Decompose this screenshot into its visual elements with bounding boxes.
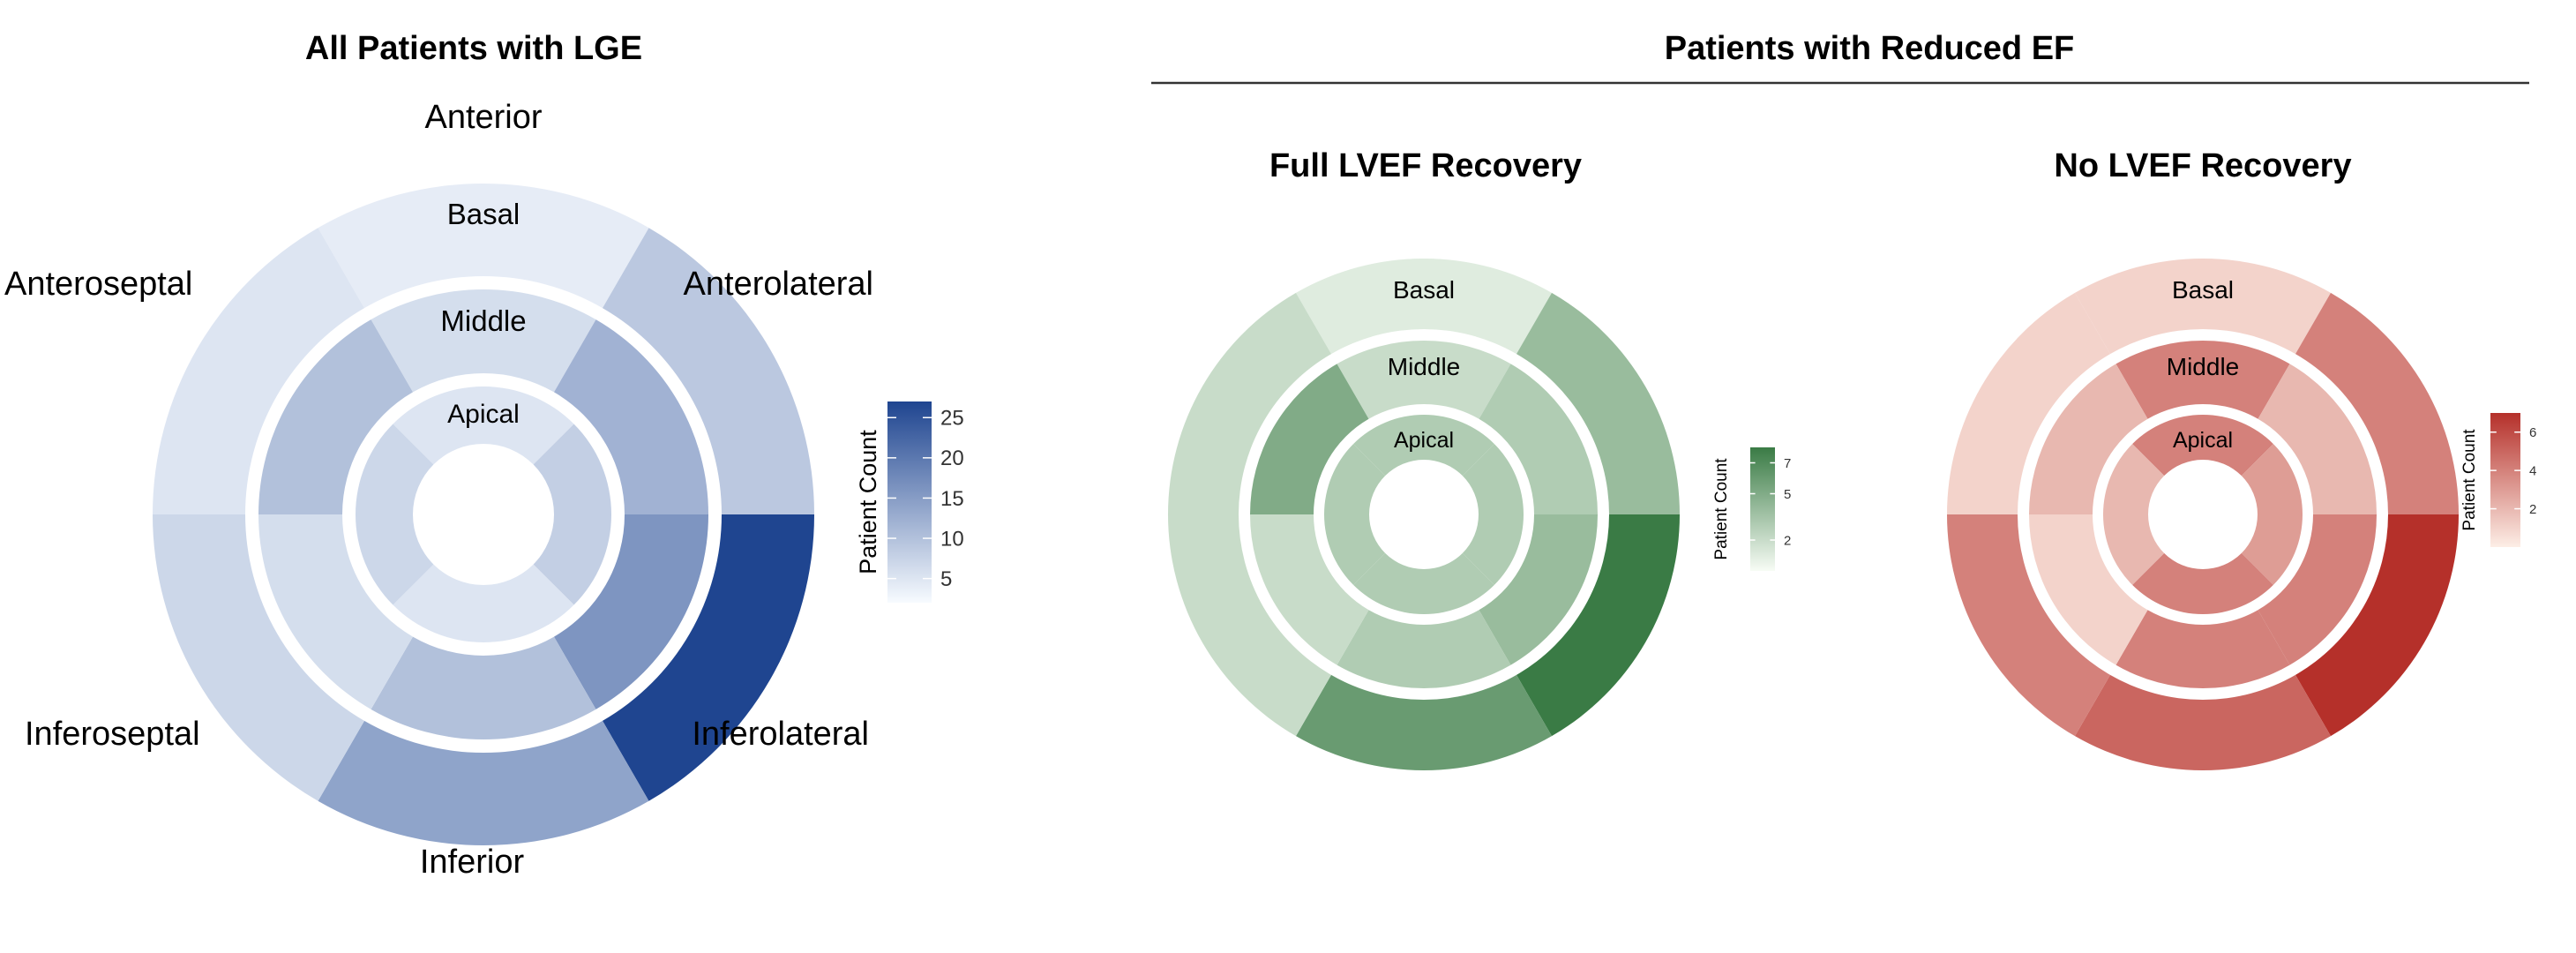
chart2-colorbar-tick-label: 2 — [1784, 533, 1791, 548]
chart3-colorbar-tick-label: 2 — [2529, 502, 2536, 517]
chart2-apical-segment-lateral: Lateral: 3 — [1462, 444, 1524, 585]
chart2-colorbar — [1750, 447, 1775, 571]
chart3-basal-segment-inferior: Inferior: 5 — [2075, 674, 2331, 770]
chart3-apical-segment-anterior: Anterior: 4 — [2132, 415, 2273, 476]
chart1-ring-label-apical: Apical — [447, 400, 520, 429]
chart1-sector-label-anterior: Anterior — [424, 99, 542, 136]
chart3-apical-segment-septal: Septal: 2 — [2103, 444, 2165, 585]
chart1-colorbar-tick-label: 20 — [940, 446, 964, 470]
chart3-colorbar-tick-label: 4 — [2529, 463, 2536, 478]
chart2-colorbar-title: Patient Count — [1712, 458, 1731, 560]
chart1-basal-segment-inferior: Inferior: 14 — [318, 720, 649, 845]
chart2-middle-segment-anterior: Anterior: 2 — [1337, 340, 1511, 419]
chart3-ring-label-middle: Middle — [2167, 353, 2239, 380]
chart3-middle-segment-inferoseptal: Inferoseptal: 1 — [2029, 514, 2148, 665]
chart1-apical-segment-inferior: Inferior: 5 — [393, 564, 574, 642]
chart1-apical-segment-septal: Septal: 7 — [356, 424, 434, 605]
chart2-middle-segment-inferolateral: Inferolateral: 4 — [1479, 514, 1598, 665]
group-title: Patients with Reduced EF — [1665, 30, 2075, 67]
chart3-apical-segment-inferior: Inferior: 4 — [2132, 552, 2273, 614]
chart1-title: All Patients with LGE — [305, 30, 642, 67]
chart1-colorbar-title: Patient Count — [855, 430, 881, 574]
chart2-basal-segment-inferoseptal: Inferoseptal: 2 — [1168, 514, 1331, 737]
chart1-ring-label-basal: Basal — [447, 198, 520, 230]
chart3-colorbar-title: Patient Count — [2460, 429, 2479, 531]
chart3-apical-segment-lateral: Lateral: 3 — [2241, 444, 2303, 585]
chart3-basal-segment-inferolateral: Inferolateral: 7 — [2295, 514, 2459, 737]
chart1-sector-label-anteroseptal: Anteroseptal — [4, 266, 192, 303]
chart1-middle-segment-anterolateral: Anterolateral: 12 — [554, 319, 708, 514]
chart3-middle-segment-anterolateral: Anterolateral: 2 — [2258, 364, 2377, 514]
chart2-ring-label-middle: Middle — [1388, 353, 1460, 380]
chart1-colorbar-tick-label: 25 — [940, 407, 964, 431]
chart1-sector-label-inferoseptal: Inferoseptal — [25, 716, 200, 753]
chart1-middle-segment-inferolateral: Inferolateral: 16 — [554, 514, 708, 709]
chart3-basal-segment-inferoseptal: Inferoseptal: 4 — [1947, 514, 2110, 737]
chart1-middle-segment-anteroseptal: Anteroseptal: 10 — [258, 319, 413, 514]
chart2-apical-segment-anterior: Anterior: 3 — [1353, 415, 1494, 476]
chart3-basal-segment-anterior: Anterior: 1 — [2075, 258, 2331, 355]
chart1-colorbar-tick-label: 15 — [940, 487, 964, 511]
chart3-colorbar-tick-label: 6 — [2529, 425, 2536, 440]
chart1-middle-segment-inferior: Inferior: 10 — [371, 636, 596, 739]
chart2-ring-label-apical: Apical — [1394, 428, 1454, 453]
chart1-ring-label-middle: Middle — [440, 304, 526, 337]
chart2-middle-segment-anterolateral: Anterolateral: 3 — [1479, 364, 1598, 514]
chart2-basal-segment-anteroseptal: Anteroseptal: 2 — [1168, 292, 1331, 514]
chart3-ring-label-basal: Basal — [2172, 276, 2234, 304]
chart3-middle-segment-anteroseptal: Anteroseptal: 2 — [2029, 364, 2148, 514]
chart1-middle-segment-inferoseptal: Inferoseptal: 6 — [258, 514, 413, 709]
chart1-apical-segment-anterior: Anterior: 5 — [393, 386, 574, 465]
chart2-apical-segment-septal: Septal: 3 — [1324, 444, 1386, 585]
chart1-middle-segment-anterior: Anterior: 6 — [371, 289, 596, 393]
chart1-basal-segment-anteroseptal: Anteroseptal: 5 — [153, 228, 364, 514]
chart1-colorbar-tick-label: 10 — [940, 527, 964, 551]
chart1-colorbar-tick-label: 5 — [940, 567, 952, 591]
chart1-basal-segment-anterolateral: Anterolateral: 9 — [603, 228, 814, 514]
chart3-basal-segment-anteroseptal: Anteroseptal: 1 — [1947, 292, 2110, 514]
chart2-basal-segment-anterior: Anterior: 1 — [1296, 258, 1552, 355]
chart3-colorbar — [2490, 413, 2520, 547]
chart2-basal-segment-inferior: Inferior: 6 — [1296, 674, 1552, 770]
chart2-middle-segment-inferior: Inferior: 3 — [1337, 610, 1511, 688]
chart3-middle-segment-anterior: Anterior: 4 — [2115, 340, 2290, 419]
chart3-title: No LVEF Recovery — [2054, 147, 2351, 184]
chart3-middle-segment-inferior: Inferior: 4 — [2115, 610, 2290, 688]
chart2-apical-segment-inferior: Inferior: 3 — [1353, 552, 1494, 614]
chart2-basal-segment-inferolateral: Inferolateral: 8 — [1516, 514, 1680, 737]
chart1-basal-segment-anterior: Anterior: 4 — [318, 183, 649, 309]
chart1-basal-segment-inferolateral: Inferolateral: 27 — [603, 514, 814, 801]
chart2-middle-segment-inferoseptal: Inferoseptal: 2 — [1250, 514, 1369, 665]
chart1-apical-segment-lateral: Lateral: 8 — [533, 424, 611, 605]
chart1-sector-label-inferior: Inferior — [420, 844, 525, 881]
chart2-title: Full LVEF Recovery — [1269, 147, 1582, 184]
chart1-sector-label-inferolateral: Inferolateral — [692, 716, 869, 753]
chart2-colorbar-tick-label: 7 — [1784, 456, 1791, 471]
chart3-basal-segment-anterolateral: Anterolateral: 4 — [2295, 292, 2459, 514]
chart1-sector-label-anterolateral: Anterolateral — [684, 266, 873, 303]
chart1-colorbar — [887, 401, 932, 603]
chart2-middle-segment-anteroseptal: Anteroseptal: 5 — [1250, 364, 1369, 514]
chart2-basal-segment-anterolateral: Anterolateral: 4 — [1516, 292, 1680, 514]
chart1-basal-segment-inferoseptal: Inferoseptal: 7 — [152, 514, 364, 801]
chart3-ring-label-apical: Apical — [2173, 428, 2233, 453]
chart2-ring-label-basal: Basal — [1393, 276, 1455, 304]
chart2-colorbar-tick-label: 5 — [1784, 487, 1791, 502]
chart3-middle-segment-inferolateral: Inferolateral: 4 — [2258, 514, 2377, 665]
